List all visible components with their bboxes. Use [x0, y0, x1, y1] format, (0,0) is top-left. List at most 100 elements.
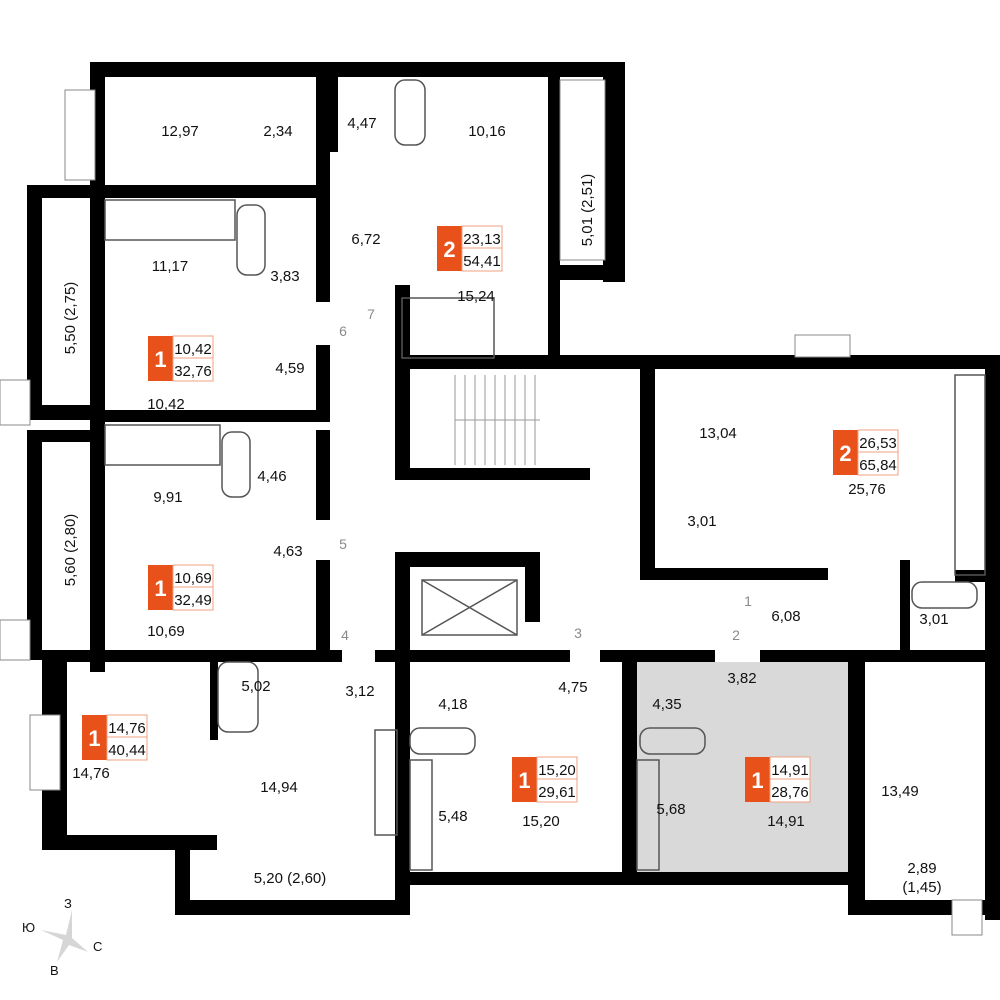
wall	[27, 430, 105, 442]
window	[0, 379, 31, 426]
room-area-label: 3,01	[687, 513, 716, 530]
bathtub-icon	[217, 661, 259, 733]
wall	[90, 62, 105, 672]
badge-rooms-bg	[148, 336, 173, 381]
badge-total-area: 28,76	[771, 784, 809, 801]
kitchen-counter	[401, 297, 495, 359]
balcony-area-label: 5,50 (2,75)	[62, 282, 79, 355]
badge-room-count: 2	[839, 441, 851, 466]
wall	[210, 660, 218, 740]
compass-north: З	[64, 896, 72, 911]
bathtub-icon	[236, 204, 266, 276]
wall	[316, 560, 330, 652]
wall	[760, 650, 985, 662]
window	[0, 619, 31, 661]
door-number: 3	[574, 625, 582, 641]
room-area-label: 5,68	[656, 801, 685, 818]
bathtub-icon	[394, 79, 426, 146]
badge-room-count: 1	[518, 768, 530, 793]
wall	[603, 62, 625, 282]
badge-rooms-bg	[437, 226, 462, 271]
wall	[42, 835, 217, 850]
badge-total-area: 65,84	[859, 457, 897, 474]
wall	[640, 355, 655, 580]
room-area-label: 3,12	[345, 683, 374, 700]
kitchen-counter	[409, 759, 433, 871]
window	[29, 714, 61, 791]
badge-rooms-bg	[82, 715, 107, 760]
room-area-label: 14,94	[260, 779, 298, 796]
room-area-label: 15,20	[522, 813, 560, 830]
room-area-label: 5,48	[438, 808, 467, 825]
wall	[622, 650, 637, 872]
wall	[175, 835, 190, 915]
bathtub-icon	[911, 581, 978, 609]
kitchen-counter	[636, 759, 660, 871]
door-number: 4	[341, 627, 349, 643]
wall	[330, 62, 338, 152]
compass-rose-icon	[41, 910, 88, 962]
badge-total-area: 40,44	[108, 742, 146, 759]
compass: З Ю С В	[22, 896, 102, 978]
kitchen-counter	[954, 374, 986, 576]
wall	[395, 872, 860, 885]
balcony-area-label: 5,60 (2,80)	[62, 514, 79, 587]
room-area-label: 3,01	[919, 611, 948, 628]
bathtub-icon	[221, 431, 251, 498]
room-area-label: 4,63	[273, 543, 302, 560]
door-number: 1	[744, 593, 752, 609]
wall	[27, 405, 105, 420]
kitchen-counter	[374, 729, 398, 836]
room-area-label: 10,69	[147, 623, 185, 640]
compass-south: В	[50, 963, 59, 978]
walls	[0, 62, 1000, 936]
room-area-label: 3,83	[270, 268, 299, 285]
room-area-label: 11,17	[152, 258, 188, 275]
wall	[316, 345, 330, 420]
wall	[395, 468, 590, 480]
badge-room-count: 1	[751, 768, 763, 793]
compass-west: Ю	[22, 920, 35, 935]
room-area-label: 4,35	[652, 696, 681, 713]
room-area-label: 6,08	[771, 608, 800, 625]
kitchen-counter	[104, 424, 221, 466]
wall	[316, 430, 330, 520]
compass-east: С	[93, 939, 102, 954]
fixtures	[104, 79, 986, 871]
highlighted-apartment-area	[637, 662, 848, 872]
window	[951, 899, 983, 936]
bathtub-icon	[639, 727, 706, 755]
room-area-label: 12,97	[161, 123, 199, 140]
room-area-label: 5,02	[241, 678, 270, 695]
kitchen-counter	[104, 199, 236, 241]
room-area-label: 4,47	[347, 115, 376, 132]
wall	[90, 62, 625, 77]
room-area-label: 25,76	[848, 481, 886, 498]
wall	[27, 185, 330, 198]
badge-rooms-bg	[512, 757, 537, 802]
badge-living-area: 10,69	[174, 570, 212, 587]
wall	[42, 650, 342, 662]
room-area-label: 4,46	[257, 468, 286, 485]
room-area-label: 2,89	[907, 860, 936, 877]
wall	[848, 650, 865, 915]
wall	[640, 568, 828, 580]
room-area-label: 3,82	[727, 670, 756, 687]
door-number: 5	[339, 536, 347, 552]
badge-rooms-bg	[148, 565, 173, 610]
room-area-label: 4,75	[558, 679, 587, 696]
wall	[375, 650, 570, 662]
room-area-label: 4,18	[438, 696, 467, 713]
badge-room-count: 1	[154, 576, 166, 601]
badge-rooms-bg	[833, 430, 858, 475]
room-area-label: 5,20 (2,60)	[254, 870, 327, 887]
